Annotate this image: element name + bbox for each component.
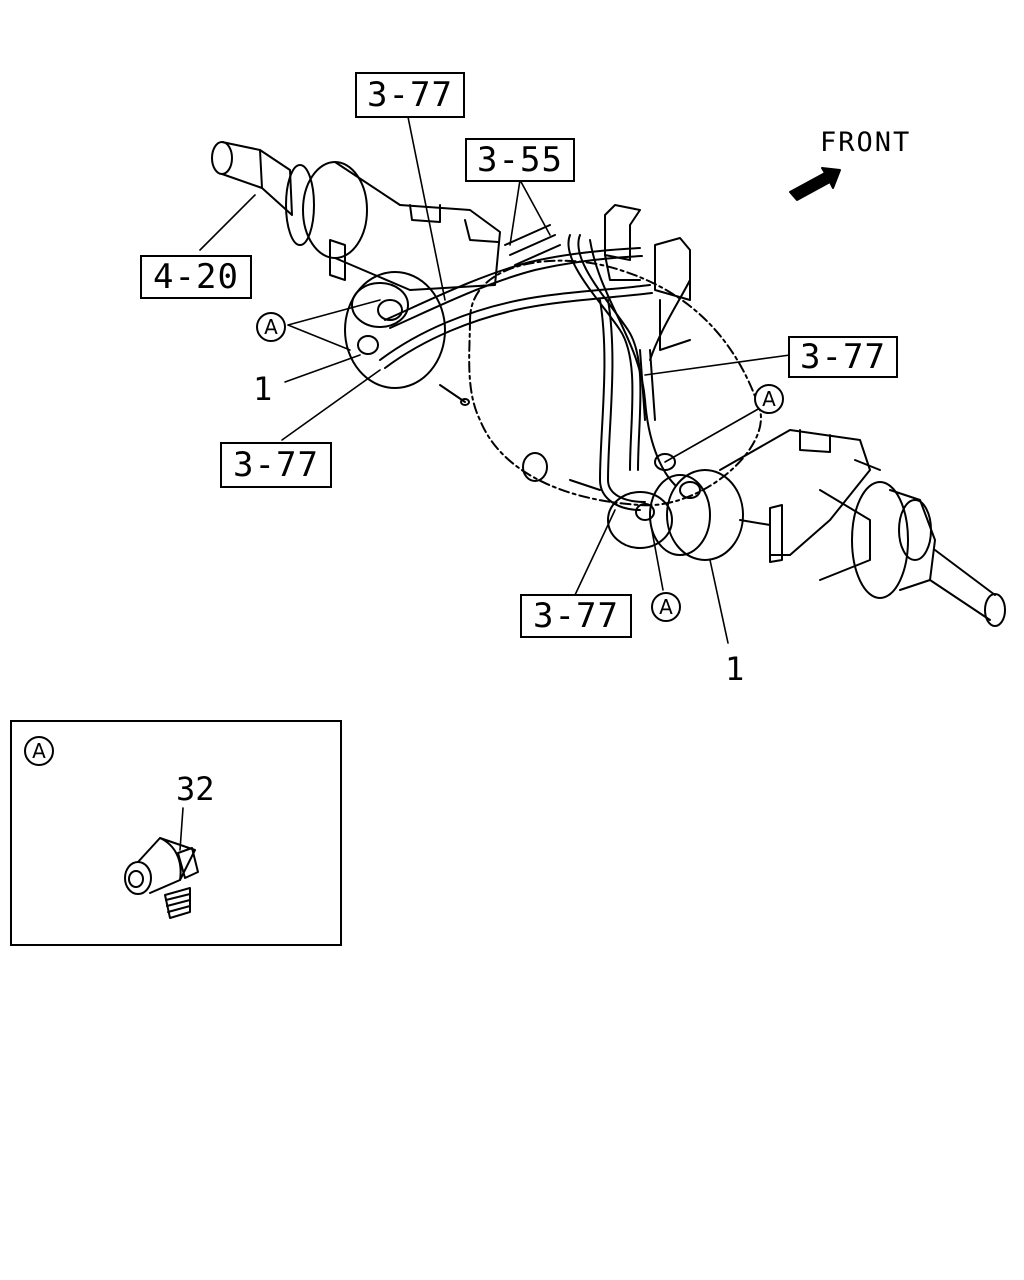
part-number-1-left: 1 [253,370,273,408]
callout-3-55: 3-55 [465,138,575,182]
right-brake-chamber [607,469,771,561]
inset-part-number-32: 32 [176,770,215,808]
callout-3-77-left: 3-77 [220,442,332,488]
part-number-1-right: 1 [725,650,745,688]
detail-a-marker-bottom: A [651,592,681,622]
detail-a-marker-right: A [754,384,784,414]
elbow-fitting-icon [124,807,199,919]
callout-4-20: 4-20 [140,255,252,299]
callout-3-77-top: 3-77 [355,72,465,118]
front-direction-label: FRONT [820,127,912,158]
left-axle-housing [329,204,501,291]
right-axle-housing [719,429,1006,627]
front-direction-arrow-icon [789,167,841,201]
detail-a-marker-left: A [256,312,286,342]
differential-housing [468,259,762,507]
callout-3-77-bottom: 3-77 [520,594,632,638]
hose-fittings [357,299,701,521]
callout-3-77-right: 3-77 [788,336,898,378]
left-brake-chamber [344,271,470,406]
detail-a-inset [10,720,342,946]
left-axle-shaft [211,141,411,291]
leader-lines [199,116,791,644]
axle-brackets [604,204,691,351]
inset-detail-marker: A [24,736,54,766]
brake-pipes [379,224,691,511]
